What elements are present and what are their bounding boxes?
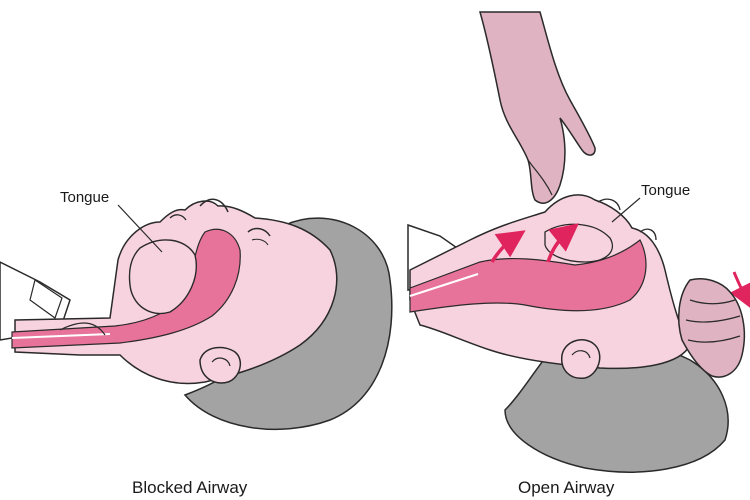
right-tongue-leader (611, 197, 641, 223)
finger-lift-hand-icon (479, 11, 596, 204)
head-tilt-hand-icon (677, 278, 746, 378)
left-ear (199, 346, 242, 384)
left-tongue-label: Tongue (60, 189, 110, 206)
blocked-airway-figure (0, 198, 393, 430)
blocked-airway-caption: Blocked Airway (132, 478, 248, 497)
movement-arrow-icon (546, 223, 579, 263)
left-tongue-leader (117, 204, 163, 253)
open-airway-figure (407, 11, 750, 473)
movement-arrow-icon (729, 271, 750, 309)
right-ear (561, 339, 601, 379)
open-airway-caption: Open Airway (518, 478, 615, 497)
right-tongue-label: Tongue (641, 182, 691, 199)
left-tongue (128, 239, 197, 315)
right-airway (409, 239, 647, 313)
movement-arrow-icon (490, 230, 526, 263)
